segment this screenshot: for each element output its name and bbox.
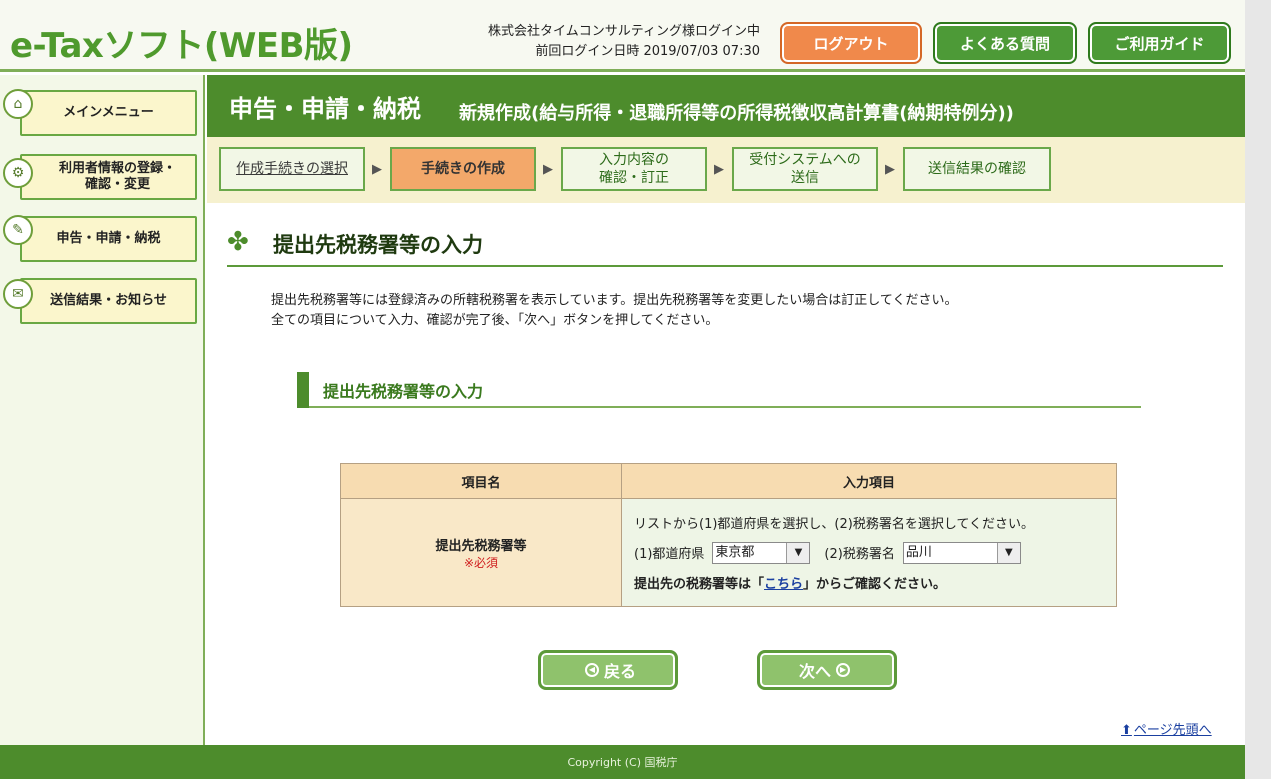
step-arrow-icon: ▶ [885, 162, 895, 177]
step-send: 受付システムへの送信 [732, 147, 878, 191]
step-navigation: 作成手続きの選択 ▶ 手続きの作成 ▶ 入力内容の確認・訂正 ▶ 受付システムへ… [207, 137, 1245, 203]
footer: Copyright (C) 国税庁 [0, 745, 1245, 779]
subsection-header: 提出先税務署等の入力 [297, 372, 1141, 408]
sidebar-item-label: 利用者情報の登録・確認・変更 [58, 161, 176, 192]
sidebar-item-main-menu[interactable]: メインメニュー [20, 90, 197, 136]
instruction-text: リストから(1)都道府県を選択し、(2)税務署名を選択してください。 [634, 517, 1035, 532]
logout-button[interactable]: ログアウト [780, 22, 922, 64]
column-header: 項目名 [340, 463, 622, 499]
prefecture-label: (1)都道府県 [634, 547, 705, 562]
sidebar-item-label: 申告・申請・納税 [56, 231, 161, 246]
instructions: 提出先税務署等には登録済みの所轄税務署を表示しています。提出先税務署等を変更した… [271, 293, 958, 328]
step-create-procedure: 手続きの作成 [390, 147, 536, 191]
title-bar: 申告・申請・納税 新規作成(給与所得・退職所得等の所得税徴収高計算書(納期特例分… [207, 75, 1245, 137]
step-arrow-icon: ▶ [372, 162, 382, 177]
page-title: 申告・申請・納税 [229, 95, 421, 123]
clover-icon: ✤ [227, 227, 249, 257]
field-input-cell: リストから(1)都道府県を選択し、(2)税務署名を選択してください。 (1)都道… [621, 498, 1117, 607]
section-title: 提出先税務署等の入力 [273, 233, 483, 257]
document-icon: ✎ [3, 215, 33, 245]
field-label-cell: 提出先税務署等 ※必須 [340, 498, 622, 607]
step-confirm-input: 入力内容の確認・訂正 [561, 147, 707, 191]
required-mark: ※必須 [463, 555, 499, 570]
last-login: 前回ログイン日時 2019/07/03 07:30 [535, 44, 760, 59]
window-edge [1245, 0, 1271, 779]
header: e-Taxソフト(WEB版) 株式会社タイムコンサルティング様ログイン中 前回ロ… [0, 0, 1245, 72]
page-subtitle: 新規作成(給与所得・退職所得等の所得税徴収高計算書(納期特例分)) [459, 103, 1014, 124]
faq-button[interactable]: よくある質問 [933, 22, 1077, 64]
sidebar-item-results[interactable]: 送信結果・お知らせ [20, 278, 197, 324]
settings-icon: ⚙ [3, 158, 33, 188]
input-table: 項目名 入力項目 提出先税務署等 ※必須 リストから(1)都道府県を選択し、(2… [340, 463, 1117, 607]
chevron-down-icon: ▼ [787, 542, 810, 563]
subsection-title: 提出先税務署等の入力 [323, 382, 484, 401]
sidebar-item-label: メインメニュー [63, 105, 154, 120]
next-button[interactable]: 次へ▶ [757, 650, 897, 690]
sidebar: メインメニュー ⌂ 利用者情報の登録・確認・変更 ⚙ 申告・申請・納税 ✎ 送信… [0, 75, 205, 745]
tax-office-select[interactable]: 品川 ▼ [902, 541, 1021, 564]
arrow-right-icon: ▶ [836, 663, 850, 677]
home-icon: ⌂ [3, 89, 33, 119]
confirm-text: 提出先の税務署等は「こちら」からご確認ください。 [634, 568, 1116, 598]
step-arrow-icon: ▶ [714, 162, 724, 177]
column-header: 入力項目 [621, 463, 1117, 499]
login-user: 株式会社タイムコンサルティング様ログイン中 [488, 24, 760, 39]
step-check-results: 送信結果の確認 [903, 147, 1051, 191]
tax-office-label: (2)税務署名 [824, 547, 895, 562]
section-header: ✤ 提出先税務署等の入力 [227, 227, 1223, 267]
sidebar-item-user-info[interactable]: 利用者情報の登録・確認・変更 [20, 154, 197, 200]
login-info: 株式会社タイムコンサルティング様ログイン中 前回ログイン日時 2019/07/0… [430, 22, 760, 62]
step-arrow-icon: ▶ [543, 162, 553, 177]
sidebar-item-filing[interactable]: 申告・申請・納税 [20, 216, 197, 262]
prefecture-select[interactable]: 東京都 ▼ [712, 541, 811, 564]
subsection-bar [297, 372, 309, 408]
main-content: 申告・申請・納税 新規作成(給与所得・退職所得等の所得税徴収高計算書(納期特例分… [207, 75, 1245, 745]
step-select-procedure[interactable]: 作成手続きの選択 [219, 147, 365, 191]
tax-office-link[interactable]: こちら [764, 577, 804, 592]
field-label: 提出先税務署等 [435, 538, 527, 554]
chevron-down-icon: ▼ [997, 542, 1020, 563]
arrow-up-icon: ⬆ [1121, 723, 1132, 738]
sidebar-item-label: 送信結果・お知らせ [50, 293, 167, 308]
guide-button[interactable]: ご利用ガイド [1088, 22, 1231, 64]
page-top-link[interactable]: ⬆ページ先頭へ [1121, 723, 1212, 738]
back-button[interactable]: ◀戻る [538, 650, 678, 690]
arrow-left-icon: ◀ [584, 663, 599, 677]
app-logo: e-Taxソフト(WEB版) [10, 26, 353, 66]
mail-icon: ✉ [3, 279, 33, 309]
